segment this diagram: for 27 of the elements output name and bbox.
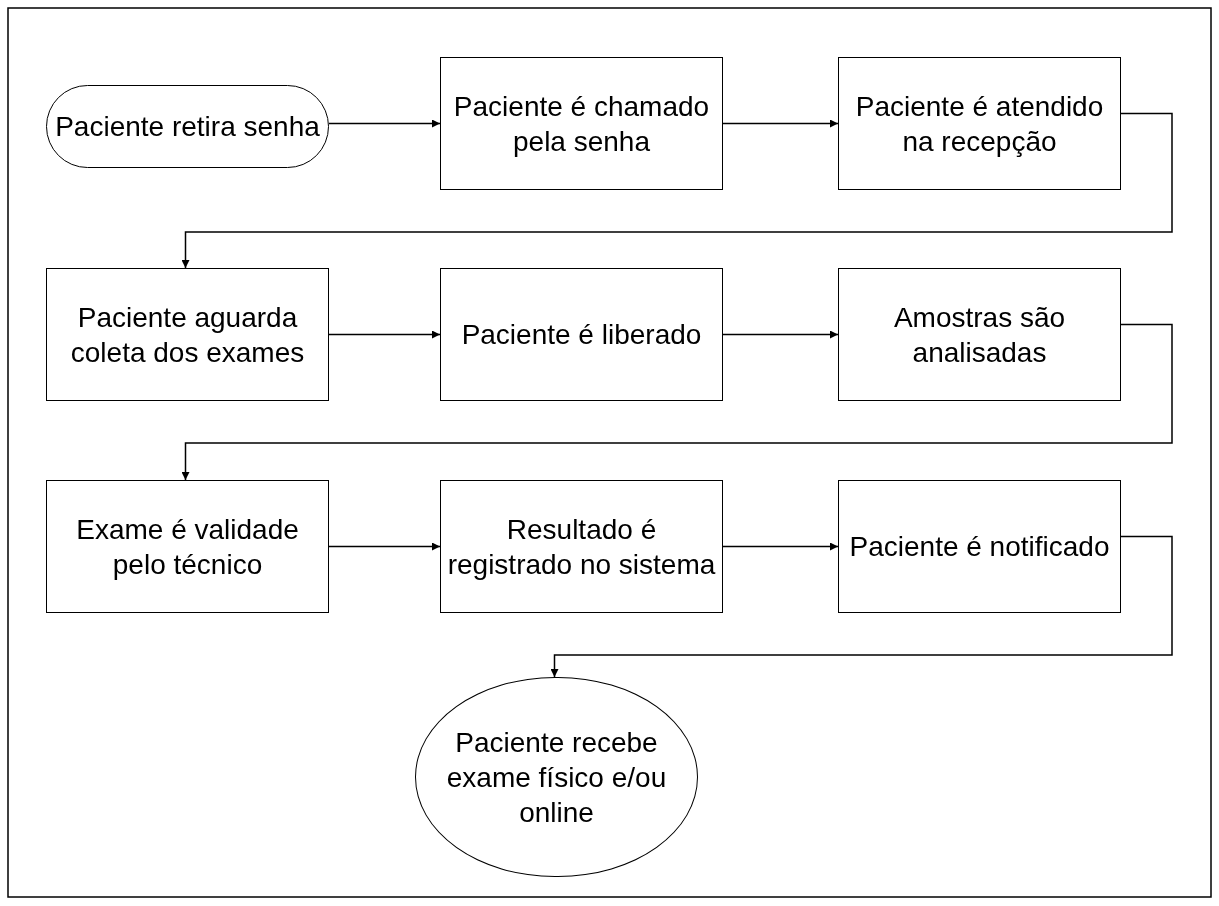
process-box <box>838 480 1121 613</box>
process-box <box>838 268 1121 401</box>
arrow <box>550 535 1173 678</box>
process-box <box>838 57 1121 190</box>
process-box <box>46 480 329 613</box>
arrow <box>328 542 441 551</box>
arrow <box>722 330 839 339</box>
step-label: Paciente é liberado <box>460 318 703 352</box>
arrow <box>181 323 1173 481</box>
process-box <box>440 480 723 613</box>
step-label: Paciente retira senha <box>54 110 321 144</box>
step-label: Paciente é chamado pela senha <box>452 89 711 159</box>
step-label: Paciente é notificado <box>848 530 1111 564</box>
arrow <box>328 119 441 128</box>
arrow <box>328 330 441 339</box>
step-label: Paciente aguarda coleta dos exames <box>69 300 306 370</box>
arrow <box>722 542 839 551</box>
process-box <box>46 268 329 401</box>
process-box <box>440 268 723 401</box>
step-label: Paciente é atendido na recepção <box>854 89 1105 159</box>
process-box <box>440 57 723 190</box>
step-label: Resultado é registrado no sistema <box>446 512 717 582</box>
arrow <box>722 119 839 128</box>
step-label: Paciente recebe exame físico e/ou online <box>445 725 668 830</box>
arrow <box>181 112 1173 269</box>
step-label: Exame é validade pelo técnico <box>75 512 300 582</box>
step-label: Amostras são analisadas <box>892 300 1067 370</box>
